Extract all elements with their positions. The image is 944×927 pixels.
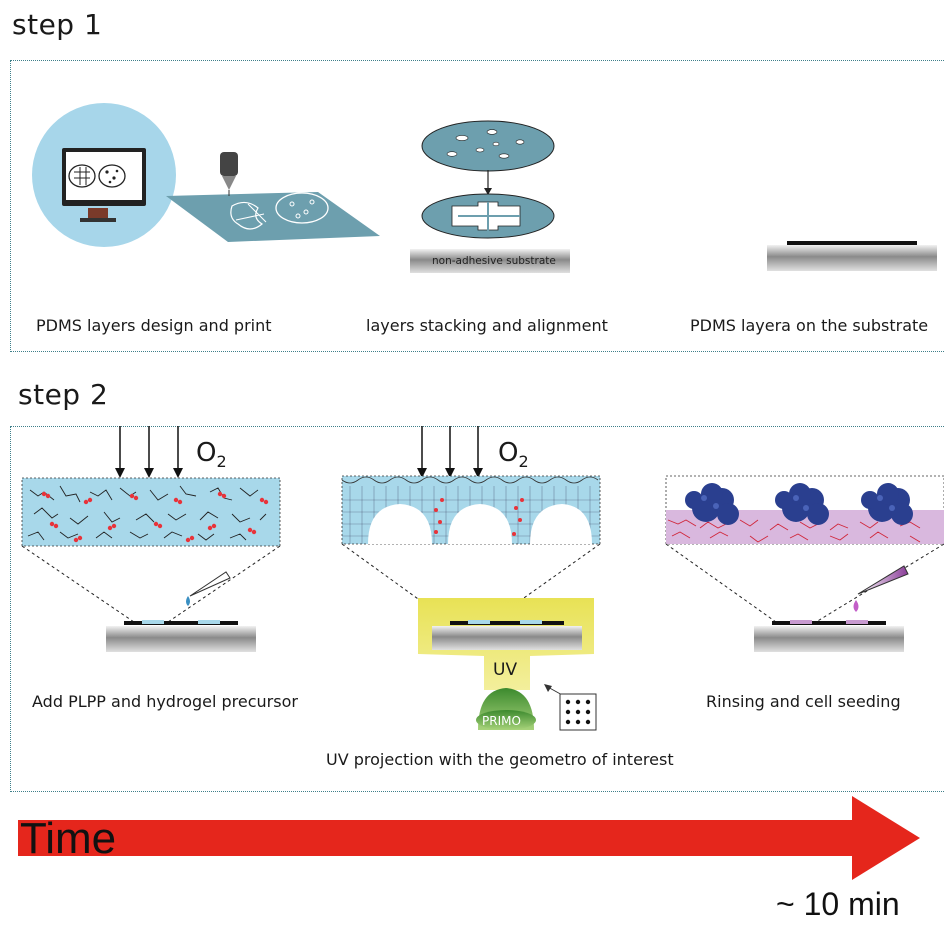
- pipette-icon: [186, 571, 231, 606]
- caption-stacking: layers stacking and alignment: [366, 316, 608, 335]
- duration-label: ~ 10 min: [776, 886, 900, 922]
- pdms-layer-on-substrate: [767, 241, 937, 271]
- oxygen-label: O2: [498, 438, 529, 472]
- substrate-label: non-adhesive substrate: [432, 255, 556, 267]
- step1-heading: step 1: [12, 8, 103, 41]
- time-arrow: [18, 796, 920, 880]
- uv-label: UV: [493, 660, 518, 680]
- caption-uv-projection: UV projection with the geometro of inter…: [326, 750, 674, 769]
- pdms-sheet: [166, 192, 380, 242]
- 3d-printer-nozzle-icon: [220, 152, 238, 196]
- computer-monitor-icon: [32, 103, 176, 247]
- stacking-layers: [421, 120, 555, 239]
- dot-grid-pattern-icon: [544, 684, 597, 731]
- oxygen-label: O2: [196, 438, 227, 472]
- caption-add-plpp: Add PLPP and hydrogel precursor: [32, 692, 298, 711]
- hydrogel-precursor-view: [21, 426, 281, 652]
- caption-design-print: PDMS layers design and print: [36, 316, 272, 335]
- step2-panel: [10, 426, 944, 792]
- primo-label: PRIMO: [482, 714, 521, 728]
- pipette-icon: [853, 565, 909, 612]
- step1-panel: [10, 60, 944, 352]
- cell-seeding-view: [665, 475, 944, 652]
- uv-projector-icon: [476, 688, 536, 730]
- uv-projection-view: [341, 426, 601, 690]
- caption-rinsing-seeding: Rinsing and cell seeding: [706, 692, 901, 711]
- caption-pdms-on-substrate: PDMS layera on the substrate: [690, 316, 929, 335]
- step2-heading: step 2: [18, 378, 109, 411]
- substrate-bar: [410, 249, 570, 273]
- time-label: Time: [20, 814, 117, 863]
